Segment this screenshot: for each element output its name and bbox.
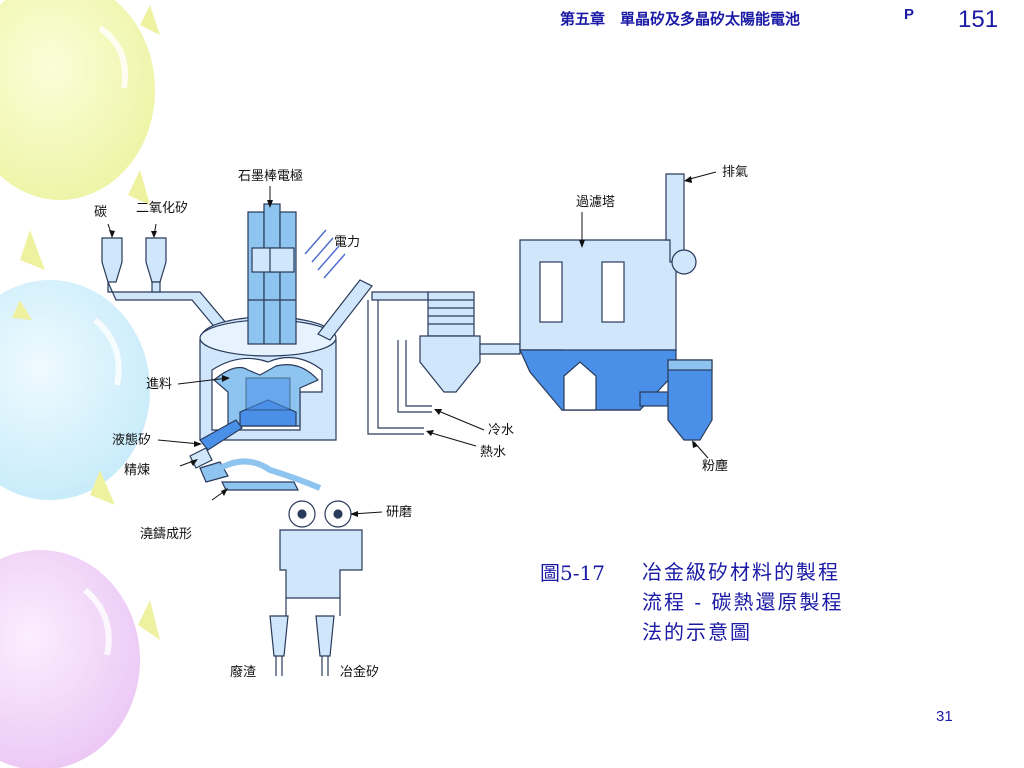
label-liquid-silicon: 液態矽 xyxy=(112,432,151,448)
graphite-electrodes xyxy=(247,203,297,345)
right-feed-chute xyxy=(317,279,373,341)
tap-channel xyxy=(199,419,243,451)
balloon-decoration xyxy=(0,0,160,768)
label-mg-silicon: 冶金矽 xyxy=(340,664,379,680)
caption-line-1: 冶金級矽材料的製程 xyxy=(642,560,840,584)
page-number: 151 xyxy=(958,6,999,33)
label-silica: 二氧化矽 xyxy=(136,201,188,216)
label-dust: 粉塵 xyxy=(702,459,728,474)
label-carbon: 碳 xyxy=(94,205,107,220)
caption-line-3: 法的示意圖 xyxy=(642,620,752,644)
label-filter-tower: 過濾塔 xyxy=(576,195,615,210)
carbon-hopper xyxy=(101,237,123,283)
label-grinding: 研磨 xyxy=(386,505,412,520)
label-refining: 精煉 xyxy=(124,463,150,478)
exhaust-stack xyxy=(665,173,685,263)
slide-number: 31 xyxy=(936,708,953,725)
heat-exchanger xyxy=(419,291,481,393)
filter-tower xyxy=(519,239,677,411)
cooling-water-pipes xyxy=(367,300,432,435)
silica-hopper xyxy=(145,237,167,283)
yellow-balloon xyxy=(0,0,155,200)
label-power: 電力 xyxy=(334,235,360,250)
caption-line-2: 流程 - 碳熱還原製程 xyxy=(642,590,844,614)
casting-flow xyxy=(212,458,322,491)
power-lightning-icon xyxy=(304,229,346,279)
label-casting: 澆鑄成形 xyxy=(140,527,192,542)
figure-number: 圖5-17 xyxy=(540,561,605,585)
casting-mould xyxy=(221,481,299,491)
grinding-mill xyxy=(269,500,363,676)
blue-balloon xyxy=(0,280,150,500)
arc-furnace xyxy=(199,315,337,441)
label-graphite-electrode: 石墨棒電極 xyxy=(238,168,303,184)
label-hot-water: 熱水 xyxy=(480,445,506,460)
page-prefix: P xyxy=(904,6,915,23)
label-feed: 進料 xyxy=(146,377,172,392)
label-exhaust: 排氣 xyxy=(722,165,748,180)
label-cold-water: 冷水 xyxy=(488,423,514,438)
figure-caption: 冶金級矽材料的製程 流程 - 碳熱還原製程 法的示意圖 xyxy=(642,557,912,647)
label-slag: 廢渣 xyxy=(230,665,256,680)
purple-balloon xyxy=(0,550,140,768)
dust-bin xyxy=(667,359,713,441)
chapter-title: 第五章 單晶矽及多晶矽太陽能電池 xyxy=(560,10,801,28)
